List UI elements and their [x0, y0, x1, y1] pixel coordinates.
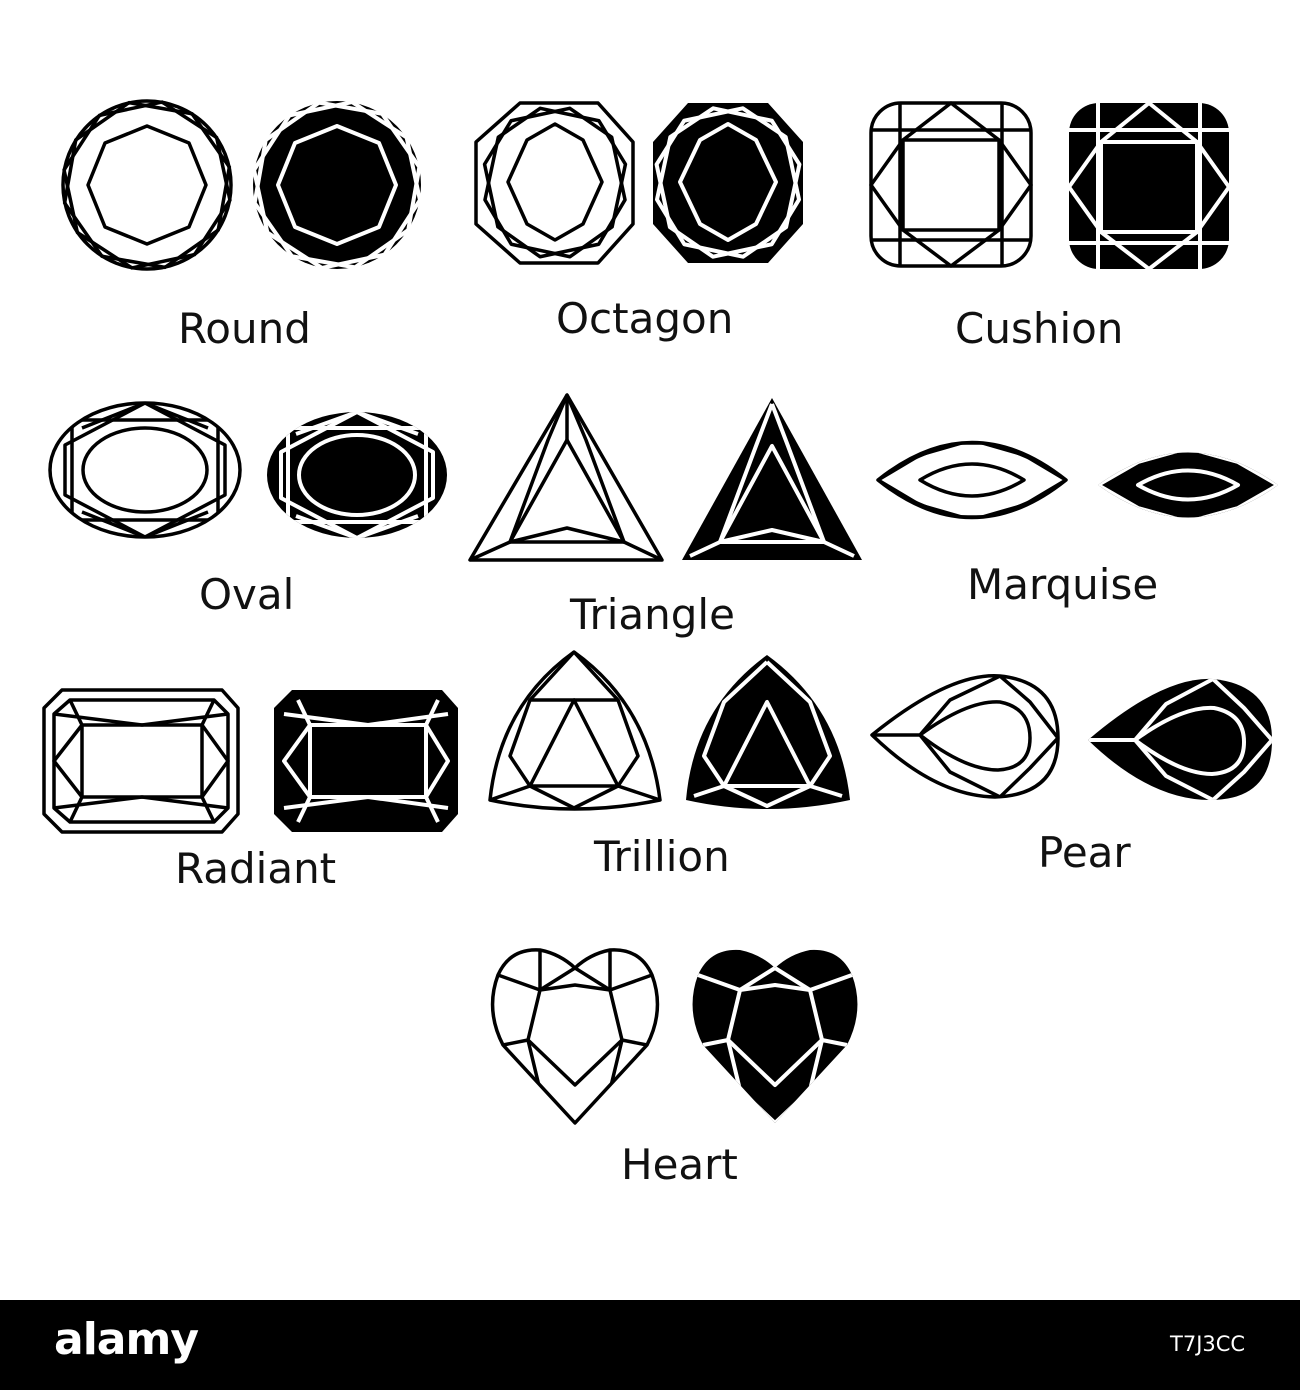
gem-shapes-chart [42, 99, 1278, 1125]
label-heart: Heart [621, 1140, 738, 1189]
heart-outline-gem [490, 948, 660, 1125]
label-octagon: Octagon [556, 294, 734, 343]
alamy-logo: alamy [54, 1314, 199, 1365]
marquise-filled-gem [1098, 452, 1278, 518]
triangle-outline-gem [468, 393, 664, 562]
octagon-filled-gem [653, 103, 803, 263]
heart-filled-gem [692, 949, 858, 1123]
marquise-outline-gem [876, 440, 1068, 520]
trillion-filled-gem [686, 655, 850, 809]
trillion-outline-gem [488, 650, 662, 811]
label-pear: Pear [1038, 828, 1131, 877]
watermark-footer-bar [0, 1300, 1300, 1390]
label-cushion: Cushion [955, 304, 1124, 353]
round-filled-gem [252, 100, 422, 270]
radiant-filled-gem [274, 690, 458, 832]
label-round: Round [178, 304, 311, 353]
pear-filled-gem [1088, 678, 1272, 800]
label-oval: Oval [199, 570, 295, 619]
label-marquise: Marquise [967, 560, 1159, 609]
round-outline-gem [61, 99, 233, 271]
oval-outline-gem [48, 401, 242, 539]
oval-filled-gem [267, 412, 447, 538]
label-triangle: Triangle [570, 590, 735, 639]
cushion-outline-gem [869, 101, 1033, 268]
radiant-outline-gem [42, 688, 240, 834]
label-trillion: Trillion [594, 832, 730, 881]
triangle-filled-gem [682, 398, 862, 560]
label-radiant: Radiant [175, 844, 337, 893]
octagon-outline-gem [474, 101, 635, 265]
cushion-filled-gem [1067, 101, 1231, 271]
pear-outline-gem [870, 674, 1060, 799]
image-code: T7J3CC [1170, 1332, 1246, 1356]
